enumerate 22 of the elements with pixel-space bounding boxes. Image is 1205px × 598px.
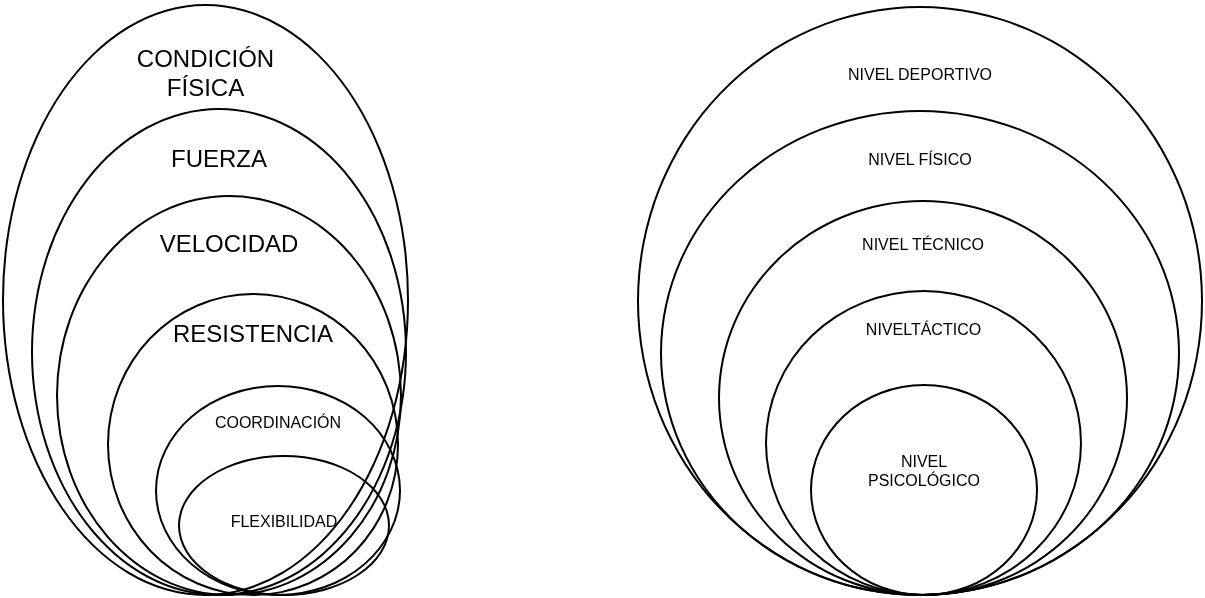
nested-ellipse (178, 455, 390, 596)
nested-ellipse (637, 6, 1203, 596)
level-label: NIVEL DEPORTIVO (846, 65, 993, 85)
level-label: NIVEL FÍSICO (867, 150, 973, 170)
nested-ellipse (2, 4, 409, 596)
nested-ellipse (718, 200, 1128, 596)
level-label: NIVEL PSICOLÓGICO (867, 452, 981, 491)
level-label: FLEXIBILIDAD (229, 512, 339, 532)
nested-ellipse (765, 290, 1082, 596)
level-label: COORDINACIÓN (213, 413, 343, 433)
nested-ellipse (31, 108, 407, 596)
level-label: FUERZA (170, 145, 268, 174)
nested-ellipse (660, 110, 1180, 596)
nested-ellipse (56, 195, 402, 596)
level-label: NIVEL TÉCNICO (861, 235, 985, 255)
nested-ellipse (155, 385, 401, 596)
nested-ellipse (810, 384, 1038, 596)
level-label: RESISTENCIA (172, 320, 334, 349)
level-label: NIVELTÁCTICO (864, 320, 983, 340)
level-label: CONDICIÓN FÍSICA (135, 45, 276, 103)
level-label: VELOCIDAD (158, 230, 300, 259)
nested-ellipse (107, 293, 399, 596)
